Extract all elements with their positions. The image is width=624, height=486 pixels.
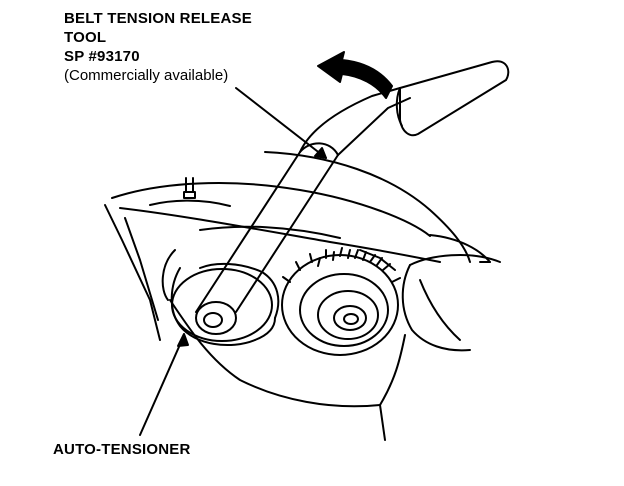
curved-arrow-left-icon xyxy=(317,51,393,99)
tool-name-line1: BELT TENSION RELEASE xyxy=(64,10,252,27)
drive-belt xyxy=(119,151,471,263)
tool-name-line2: TOOL xyxy=(64,29,107,46)
tool-note: (Commercially available) xyxy=(64,67,229,84)
auto-tensioner-label: AUTO-TENSIONER xyxy=(53,441,191,458)
idler-pulley xyxy=(281,247,401,356)
tool-label: BELT TENSION RELEASE TOOL SP #93170 (Com… xyxy=(64,10,252,86)
engine-body-outline xyxy=(104,182,491,441)
alternator-housing xyxy=(401,253,501,352)
tool-part-number: SP #93170 xyxy=(64,48,140,65)
belt-tension-release-tool xyxy=(195,60,510,335)
tool-leader-arrow-icon xyxy=(235,87,327,159)
bolt-stud-icon xyxy=(183,177,196,199)
tensioner-leader-arrow-icon xyxy=(139,333,189,436)
